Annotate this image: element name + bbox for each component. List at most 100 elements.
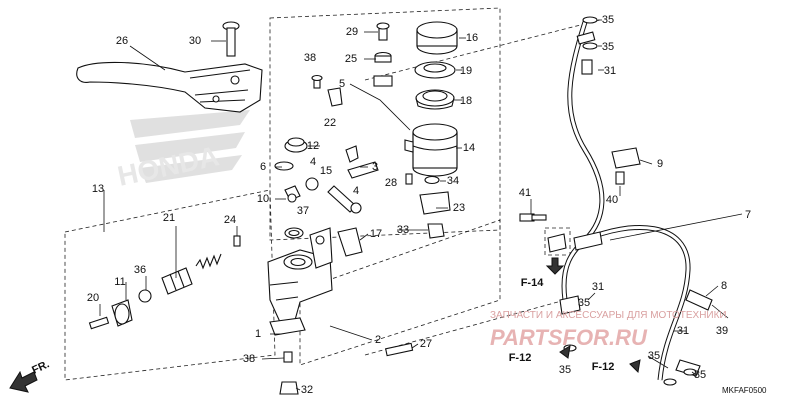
callout-c33: 33 [397,224,409,236]
piston-21 [161,267,193,295]
callout-c6: 6 [260,161,266,173]
callout-c4b: 4 [353,185,359,197]
diaphragm [415,89,455,110]
callout-c20: 20 [87,292,99,304]
callout-c12: 12 [307,140,319,152]
brake-hose-7 [561,21,691,381]
bleed-screw-3 [345,145,359,163]
screw-28 [405,173,413,185]
callout-c2: 2 [375,334,381,346]
boot-11 [111,299,133,327]
clip-4 [305,177,319,191]
callout-c35f: 35 [694,369,706,381]
callout-c35e: 35 [648,350,660,362]
leader-lines [99,19,743,391]
callout-c4: 4 [310,156,316,168]
bolt-41 [519,213,547,222]
callout-c19: 19 [460,65,472,77]
spring [195,253,222,270]
pivot-bolt [222,21,240,57]
master-cylinder-body [267,227,333,336]
callout-c17: 17 [370,228,382,240]
hose-joint-10 [284,185,301,203]
store-watermark-line1: ЗАПЧАСТИ И АКСЕССУАРЫ ДЛЯ МОТОТЕХНИКИ [490,310,727,321]
callout-c35b: 35 [602,41,614,53]
callout-c41: 41 [519,187,531,199]
callout-c13: 13 [92,183,104,195]
bolt-27 [385,342,414,357]
callout-c14: 14 [463,142,475,154]
front-direction-label: FR. [30,358,51,376]
callout-c3: 3 [372,161,378,173]
callout-c31b: 31 [604,65,616,77]
boot-12 [284,137,308,153]
callout-c24: 24 [224,214,236,226]
callout-c8: 8 [721,280,727,292]
diagram-code: MKFAF0500 [722,386,767,395]
callout-c11: 11 [114,276,125,288]
washers-35 [563,16,697,386]
bracket-23 [419,191,451,215]
screw-38b [283,351,293,363]
cap-32 [279,381,299,395]
washer-34 [424,175,440,185]
screw-38 [311,74,323,89]
callout-c37: 37 [297,205,309,217]
reference-labels: F-14F-12F-12 [509,277,615,373]
bracket-22 [327,87,343,107]
holder-17 [337,227,363,257]
washer-6 [274,161,294,171]
callout-c36: 36 [134,264,146,276]
callout-c16: 16 [466,32,478,44]
callout-c15: 15 [320,165,332,177]
reference-r2: F-12 [509,352,532,364]
reference-arrows [545,257,641,374]
bolt-stack [373,22,393,87]
callout-c18: 18 [460,95,472,107]
callout-c38: 38 [304,52,316,64]
push-rod-20 [88,316,110,330]
sensor-3 [347,161,379,179]
callout-c40: 40 [606,194,618,206]
honda-wing-logo: HONDA [115,110,250,192]
callout-c1: 1 [255,328,261,340]
callout-c27: 27 [420,338,432,350]
reservoir-cap [416,21,458,55]
callout-c9: 9 [657,158,663,170]
callout-c31: 31 [592,281,604,293]
nut-33 [427,223,445,239]
callout-c34: 34 [447,175,459,187]
reservoir [404,123,458,177]
callout-c30: 30 [189,35,201,47]
callout-c31c: 31 [677,325,689,337]
front-direction-arrow: FR. [9,358,51,393]
callout-c7: 7 [745,209,751,221]
brake-lever [76,61,263,113]
bolt-40 [615,171,625,185]
reference-r1: F-14 [521,277,545,289]
callout-c39: 39 [716,325,728,337]
clip-4b [350,202,362,214]
callout-c22: 22 [324,117,336,129]
callout-c35: 35 [602,14,614,26]
circlip-36 [138,289,152,303]
callout-c21: 21 [163,212,175,224]
callout-c25: 25 [345,53,357,65]
callout-c5: 5 [339,78,345,90]
callout-c26: 26 [116,35,128,47]
callout-c38b: 38 [243,353,255,365]
reference-r3: F-12 [592,361,615,373]
cap-plate [414,61,456,79]
hose-clamp-9 [611,147,641,169]
callout-c29: 29 [346,26,358,38]
hose-15 [327,185,357,213]
callout-c10: 10 [257,193,269,205]
callout-c23: 23 [453,202,465,214]
hose-fittings [547,31,713,377]
store-watermark-line2: PARTSFOR.RU [490,325,648,350]
callout-c35d: 35 [559,364,571,376]
callout-c28: 28 [385,177,397,189]
